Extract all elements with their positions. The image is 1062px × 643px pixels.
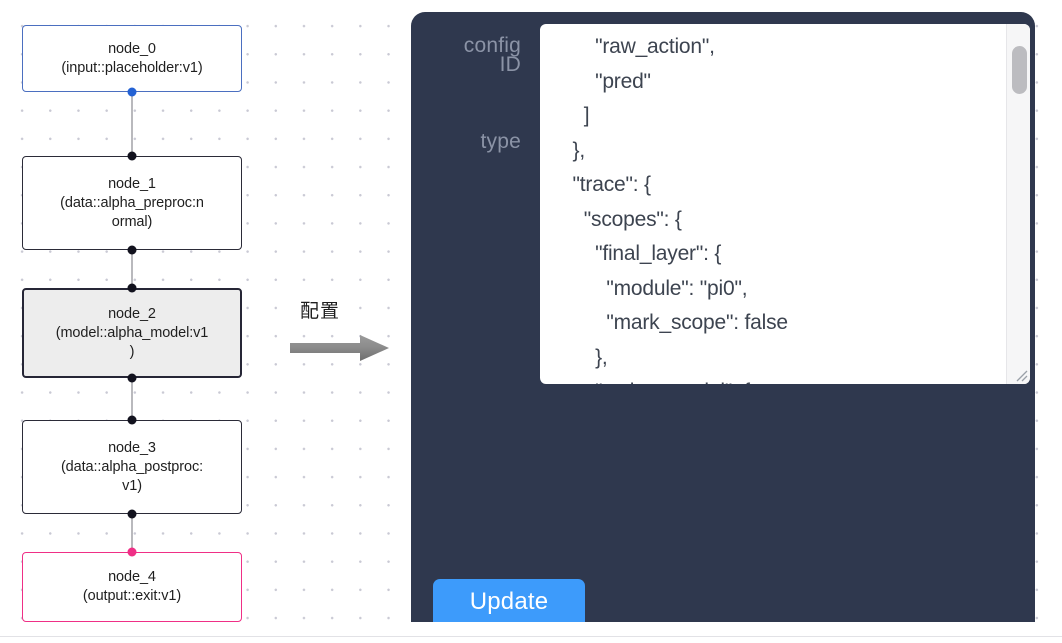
port-node_1-input[interactable]	[127, 151, 137, 161]
resize-handle-icon[interactable]	[1011, 365, 1029, 383]
port-node_1-output[interactable]	[127, 245, 137, 255]
config-field-label: config	[463, 34, 521, 57]
graph-node-node_4[interactable]: node_4 (output::exit:v1)	[22, 552, 242, 622]
config-textarea[interactable]: "raw_action", "pred" ] }, "trace": { "sc…	[572, 35, 789, 384]
port-node_3-output[interactable]	[127, 509, 137, 519]
graph-node-node_1[interactable]: node_1 (data::alpha_preproc:n ormal)	[22, 156, 242, 250]
right-arrow-icon	[290, 335, 389, 361]
port-node_4-input[interactable]	[127, 547, 137, 557]
config-textarea-wrapper: "raw_action", "pred" ] }, "trace": { "sc…	[540, 24, 1030, 384]
canvas-bottom-edge	[0, 636, 1062, 643]
graph-node-node_0[interactable]: node_0 (input::placeholder:v1)	[22, 25, 242, 92]
update-button[interactable]: Update	[433, 579, 585, 622]
annotation-group: 配置	[290, 296, 400, 366]
type-field-label: type	[480, 130, 521, 153]
edge-node_1-node_2	[131, 250, 133, 288]
config-scrollbar-thumb[interactable]	[1012, 46, 1027, 94]
graph-node-node_3[interactable]: node_3 (data::alpha_postproc: v1)	[22, 420, 242, 514]
port-node_2-output[interactable]	[127, 373, 137, 383]
node-label: node_1 (data::alpha_preproc:n ormal)	[60, 175, 204, 230]
port-node_3-input[interactable]	[127, 415, 137, 425]
node-config-panel: ID type config "raw_action", "pred" ] },…	[411, 12, 1035, 622]
node-label: node_4 (output::exit:v1)	[82, 569, 182, 604]
port-node_2-input[interactable]	[127, 283, 137, 293]
edge-node_2-node_3	[131, 378, 133, 420]
annotation-label: 配置	[300, 300, 341, 322]
port-node_0-output[interactable]	[127, 87, 137, 97]
graph-node-node_2[interactable]: node_2 (model::alpha_model:v1 )	[22, 288, 242, 378]
edge-node_0-node_1	[131, 92, 133, 156]
edge-node_3-node_4	[131, 514, 133, 552]
node-label: node_0 (input::placeholder:v1)	[61, 40, 203, 76]
node-label: node_3 (data::alpha_postproc: v1)	[60, 439, 204, 494]
config-scrollbar[interactable]	[1006, 24, 1030, 384]
node-label: node_2 (model::alpha_model:v1 )	[55, 305, 209, 360]
id-field-label: ID	[499, 53, 521, 76]
